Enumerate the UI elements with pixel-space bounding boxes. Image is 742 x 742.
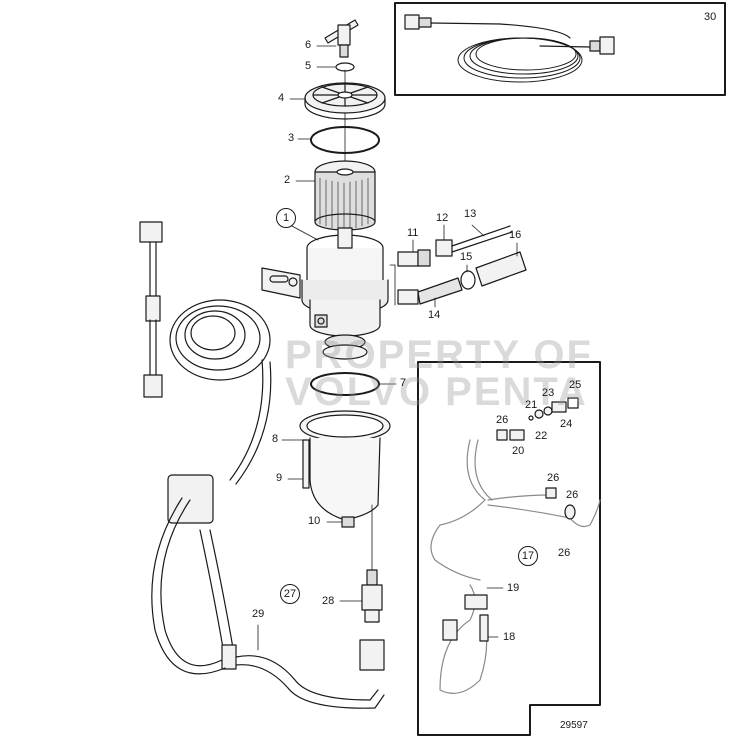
callout-20: 20 [512, 445, 525, 457]
callout-2: 2 [284, 174, 291, 186]
callout-23: 23 [542, 387, 555, 399]
hose-nipple-14 [397, 277, 463, 305]
callout-26-c: 26 [566, 489, 579, 501]
drawing-reference-number: 29597 [560, 720, 588, 731]
callout-16: 16 [509, 229, 522, 241]
watermark-line-1: PROPERTY OF [285, 333, 593, 377]
bleed-screw-6 [324, 19, 359, 58]
hose-clamp-15 [460, 270, 476, 290]
inset-box-17 [417, 361, 601, 736]
harness-kit-17 [430, 439, 601, 694]
harness-29 [151, 474, 385, 709]
fuel-line-13 [451, 225, 513, 253]
harness-connectors [442, 397, 579, 642]
callout-5: 5 [305, 60, 312, 72]
callout-11: 11 [407, 227, 419, 239]
callout-27-circled: 27 [280, 584, 300, 604]
callout-26-d: 26 [558, 547, 571, 559]
filter-element-2 [314, 160, 376, 231]
hose-16 [475, 251, 527, 287]
callout-28: 28 [322, 595, 335, 607]
bolt-9 [302, 439, 310, 489]
small-o-ring-5 [335, 62, 355, 72]
callout-19: 19 [507, 582, 520, 594]
callout-8: 8 [272, 433, 279, 445]
callout-21: 21 [525, 399, 538, 411]
callout-9: 9 [276, 472, 283, 484]
callout-25: 25 [569, 379, 582, 391]
nipple-11 [397, 249, 431, 267]
callout-24: 24 [560, 418, 573, 430]
callout-6: 6 [305, 39, 312, 51]
inset-box-30 [394, 2, 726, 96]
drain-plug-10 [341, 516, 355, 528]
callout-12: 12 [436, 212, 449, 224]
o-ring-3 [310, 126, 380, 154]
callout-15: 15 [460, 251, 473, 263]
left-harness [139, 221, 272, 485]
callout-1-circled: 1 [276, 208, 296, 228]
callout-26-b: 26 [547, 472, 560, 484]
callout-22: 22 [535, 430, 548, 442]
separator-bowl-8 [299, 410, 391, 521]
filter-cover-4 [304, 82, 386, 120]
callout-18: 18 [503, 631, 516, 643]
water-sensor-28 [361, 504, 383, 623]
callout-13: 13 [464, 208, 477, 220]
extension-cable-30 [404, 14, 615, 83]
callout-10: 10 [308, 515, 321, 527]
watermark-line-2: VOLVO PENTA [285, 370, 588, 414]
callout-30: 30 [704, 11, 717, 23]
filter-housing-1 [261, 227, 389, 360]
callout-17-circled: 17 [518, 546, 538, 566]
callout-14: 14 [428, 309, 441, 321]
callout-4: 4 [278, 92, 285, 104]
nut-12 [435, 239, 453, 257]
callout-3: 3 [288, 132, 295, 144]
callout-7: 7 [400, 377, 407, 389]
callout-26-a: 26 [496, 414, 509, 426]
callout-29: 29 [252, 608, 265, 620]
